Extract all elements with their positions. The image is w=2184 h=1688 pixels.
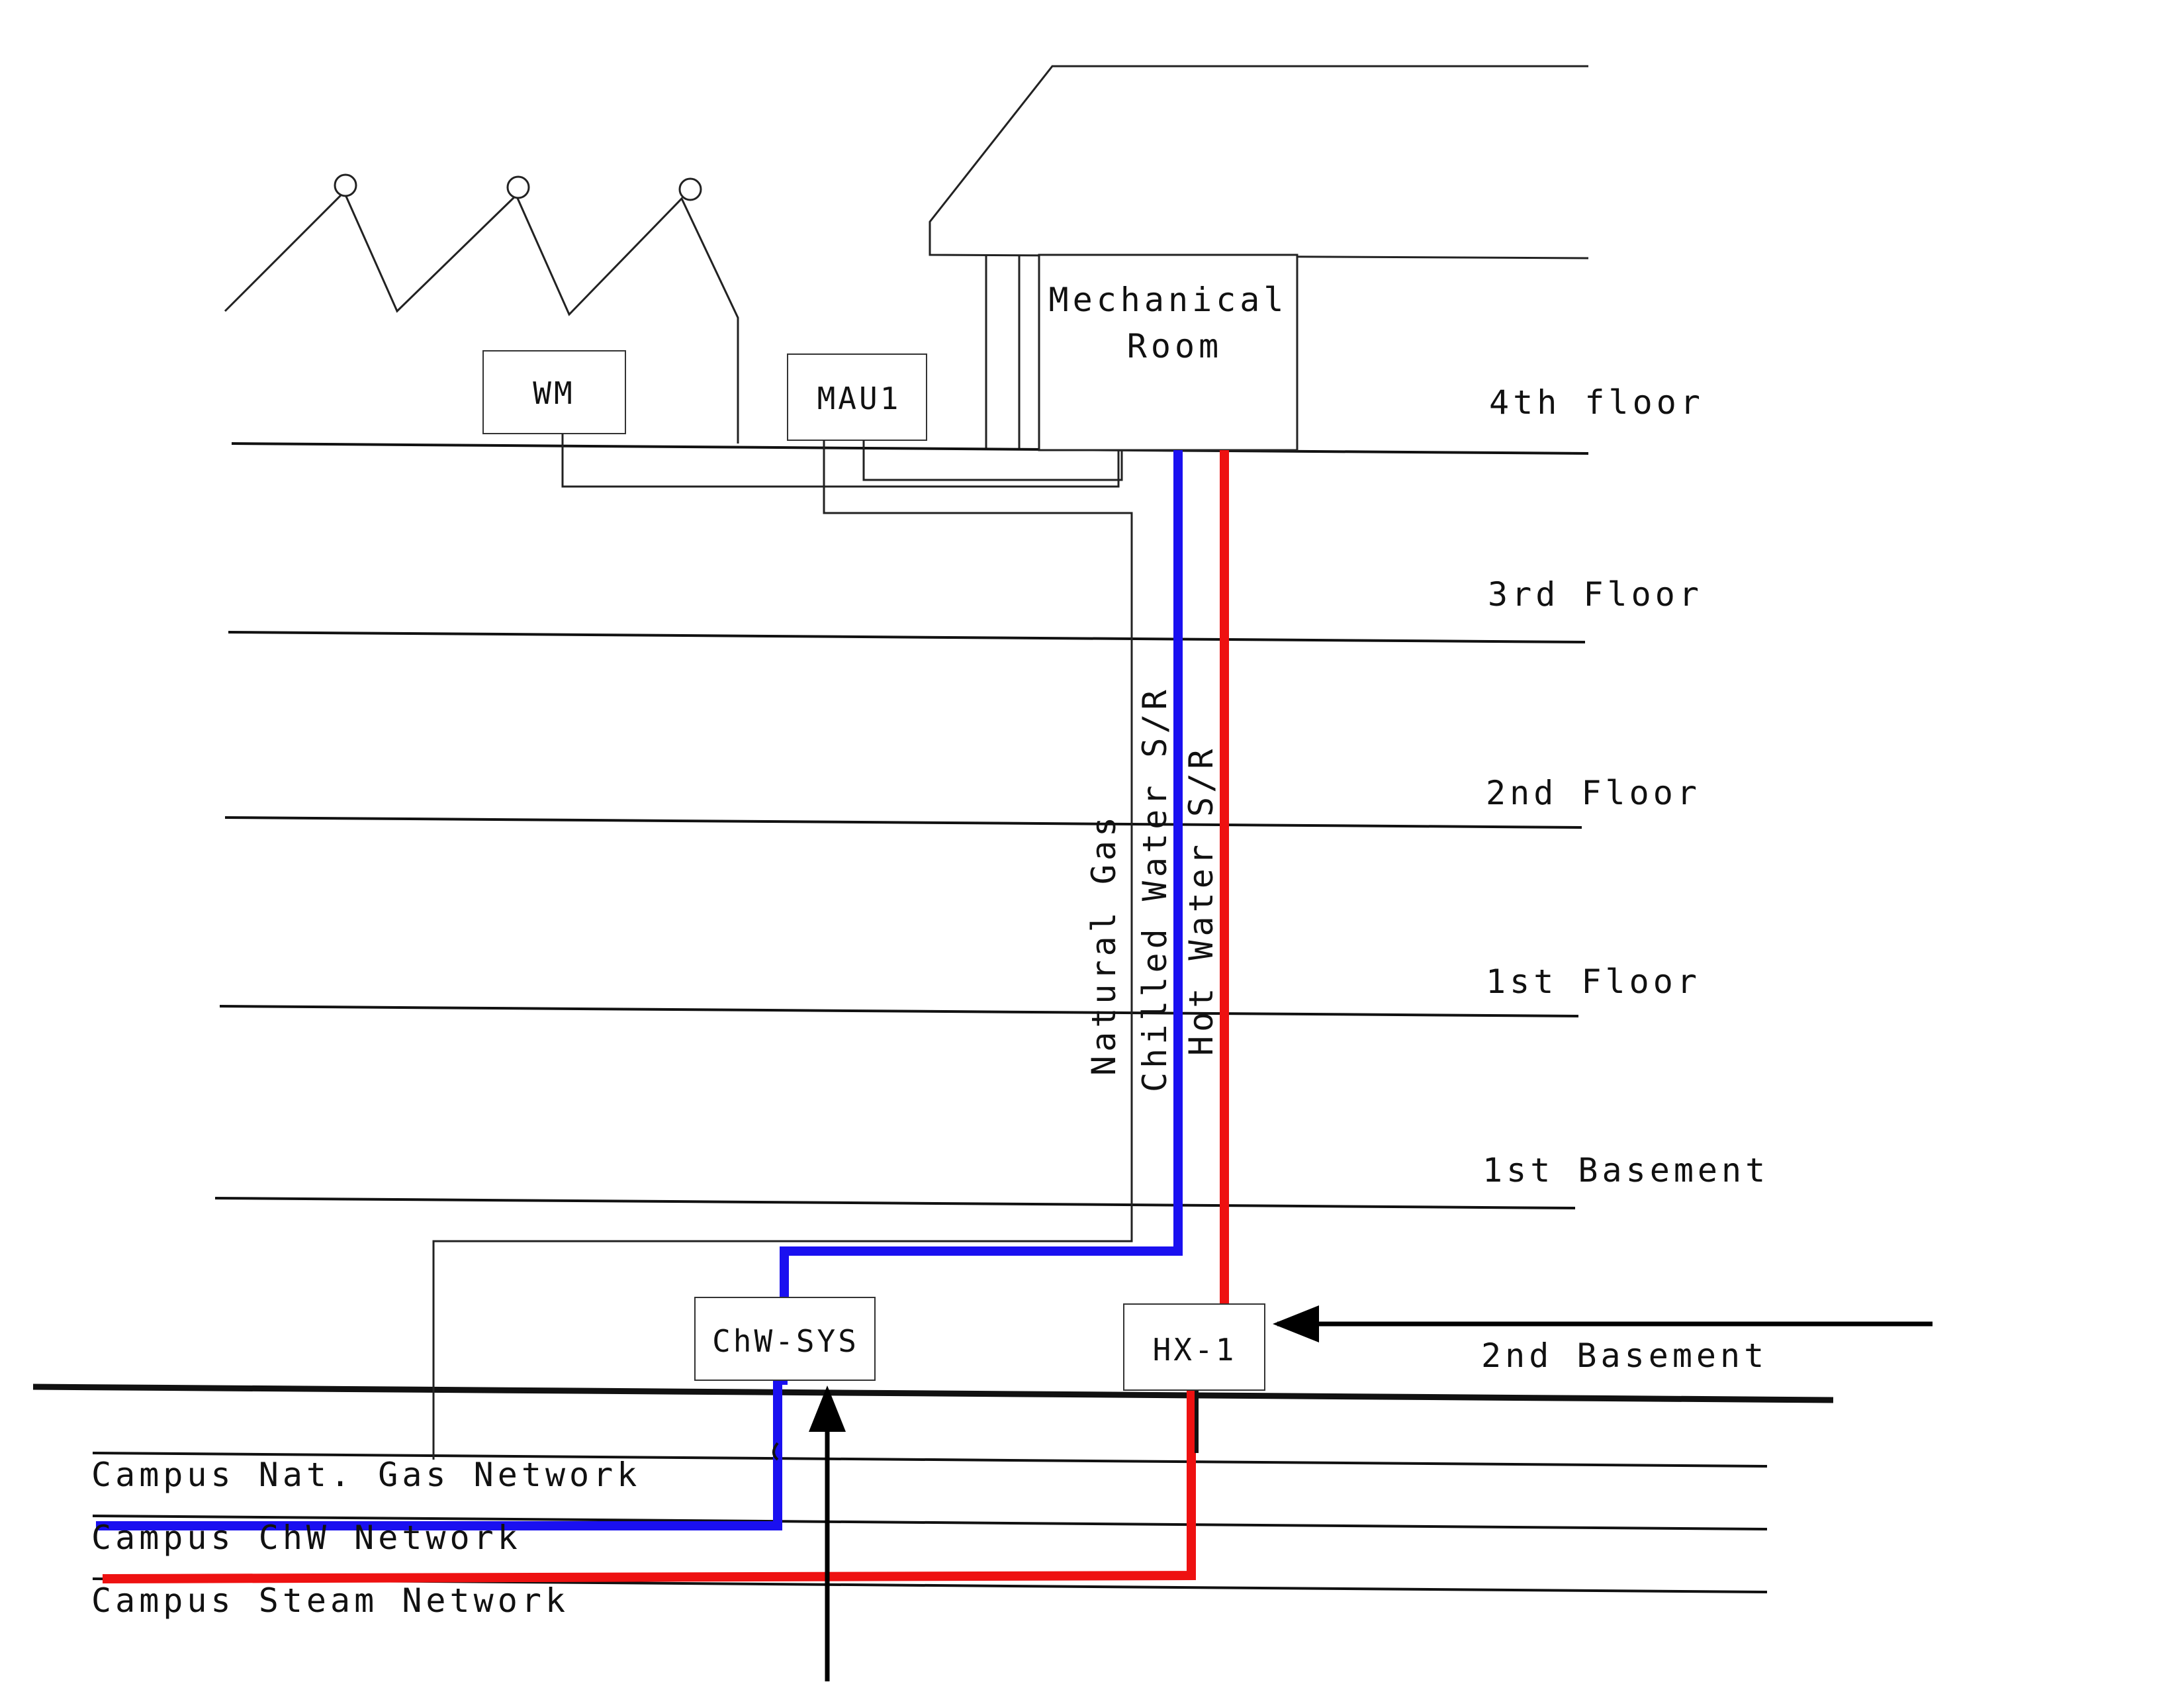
floor-label-4th: 4th floor xyxy=(1489,383,1704,422)
floor-label-2nd: 2nd Floor xyxy=(1486,774,1701,812)
floor-lines xyxy=(32,442,1834,1593)
floor-labels: 4th floor 3rd Floor 2nd Floor 1st Floor … xyxy=(1481,383,1769,1375)
mau1-unit: MAU1 xyxy=(787,353,927,441)
wm-label: WM xyxy=(533,375,574,411)
riser-label-hot-water: Hot Water S/R xyxy=(1182,745,1220,1056)
mechanical-room-label-line2: Room xyxy=(1127,327,1222,365)
hx-1-unit: HX-1 xyxy=(1123,1303,1265,1391)
skylight-icon xyxy=(506,175,530,199)
floor-label-2nd-basement: 2nd Basement xyxy=(1481,1336,1768,1375)
floor-label-1st-basement: 1st Basement xyxy=(1482,1151,1769,1190)
mechanical-room: Mechanical Room xyxy=(1038,254,1298,451)
hx-1-label: HX-1 xyxy=(1153,1332,1237,1368)
network-label-steam: Campus Steam Network xyxy=(91,1581,569,1620)
wm-unit: WM xyxy=(482,350,626,434)
mechanical-room-label-line1: Mechanical xyxy=(1048,281,1287,319)
floor-label-3rd: 3rd Floor xyxy=(1488,575,1703,614)
chw-sys-unit: ChW-SYS xyxy=(694,1297,876,1381)
floor-label-1st: 1st Floor xyxy=(1486,962,1701,1001)
branch-piping xyxy=(432,434,1133,1460)
riser-label-natural-gas: Natural Gas xyxy=(1085,813,1123,1076)
campus-network-labels: Campus Nat. Gas Network Campus ChW Netwo… xyxy=(91,1456,641,1620)
chilled-water-line xyxy=(780,450,1183,1297)
gas-connection-fitting xyxy=(772,1442,779,1461)
ground-line xyxy=(32,1383,1834,1403)
network-label-chw: Campus ChW Network xyxy=(91,1519,522,1557)
mau1-label: MAU1 xyxy=(817,381,901,416)
chw-sys-label: ChW-SYS xyxy=(712,1323,859,1359)
sawtooth-roof xyxy=(224,173,739,444)
skylight-icon xyxy=(678,177,702,201)
skylight-icon xyxy=(334,173,357,197)
campus-steam-supply-line xyxy=(102,1390,1196,1583)
network-label-gas: Campus Nat. Gas Network xyxy=(91,1456,641,1494)
riser-label-chilled-water: Chilled Water S/R xyxy=(1136,686,1174,1092)
